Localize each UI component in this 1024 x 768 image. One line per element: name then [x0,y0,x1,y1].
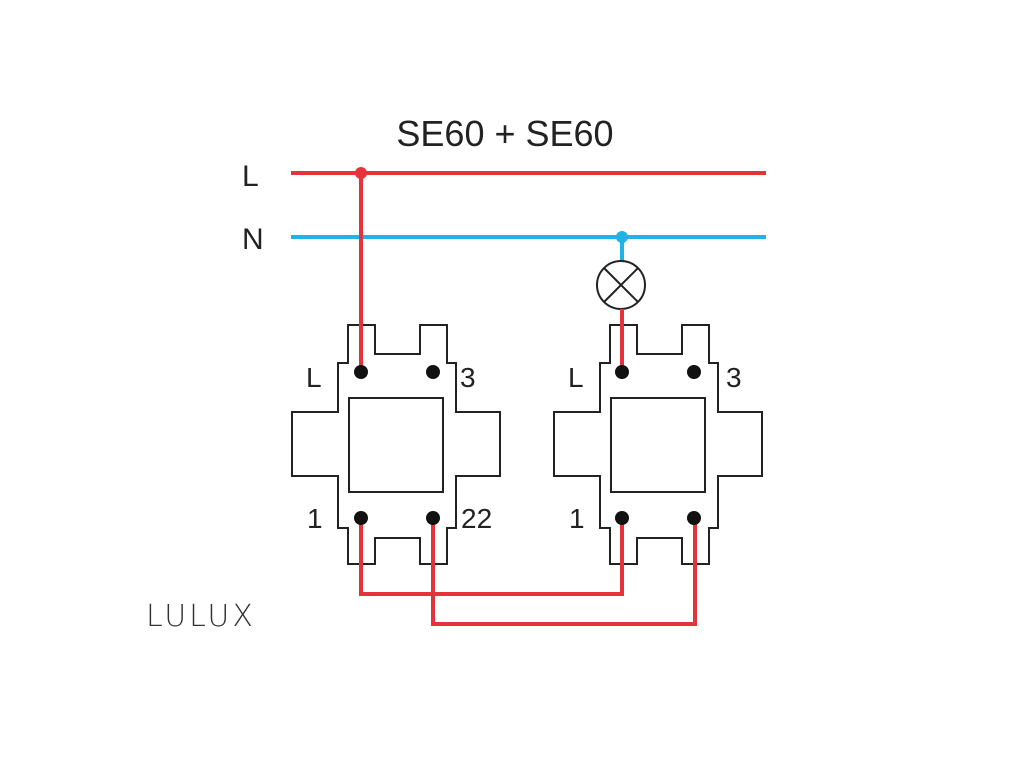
switch-right [553,324,763,565]
terminal-left-1 [354,511,368,525]
lamp-icon [596,260,646,310]
traveller-wire-1 [359,518,624,596]
live-junction [355,167,367,179]
terminal-right-l [615,365,629,379]
terminal-left-l [354,365,368,379]
right-label-l: L [568,362,584,393]
left-label-3: 3 [460,362,476,393]
left-label-l: L [306,362,322,393]
terminal-right-1 [615,511,629,525]
live-bus-label: L [242,160,259,193]
terminal-left-3 [426,365,440,379]
switch-left [291,324,501,565]
switch-right-rocker [610,397,706,493]
left-label-22: 22 [461,503,492,534]
brand-logo: LULUX [146,599,256,634]
traveller-wire-2 [431,518,697,626]
switch-left-rocker [348,397,444,493]
neutral-bus-label: N [242,223,264,256]
terminal-right-bottom [687,511,701,525]
right-label-1: 1 [569,503,585,534]
neutral-junction [616,231,628,243]
right-label-3: 3 [726,362,742,393]
left-label-1: 1 [307,503,323,534]
terminal-right-3 [687,365,701,379]
terminal-left-22 [426,511,440,525]
diagram-title: SE60 + SE60 [396,113,613,154]
